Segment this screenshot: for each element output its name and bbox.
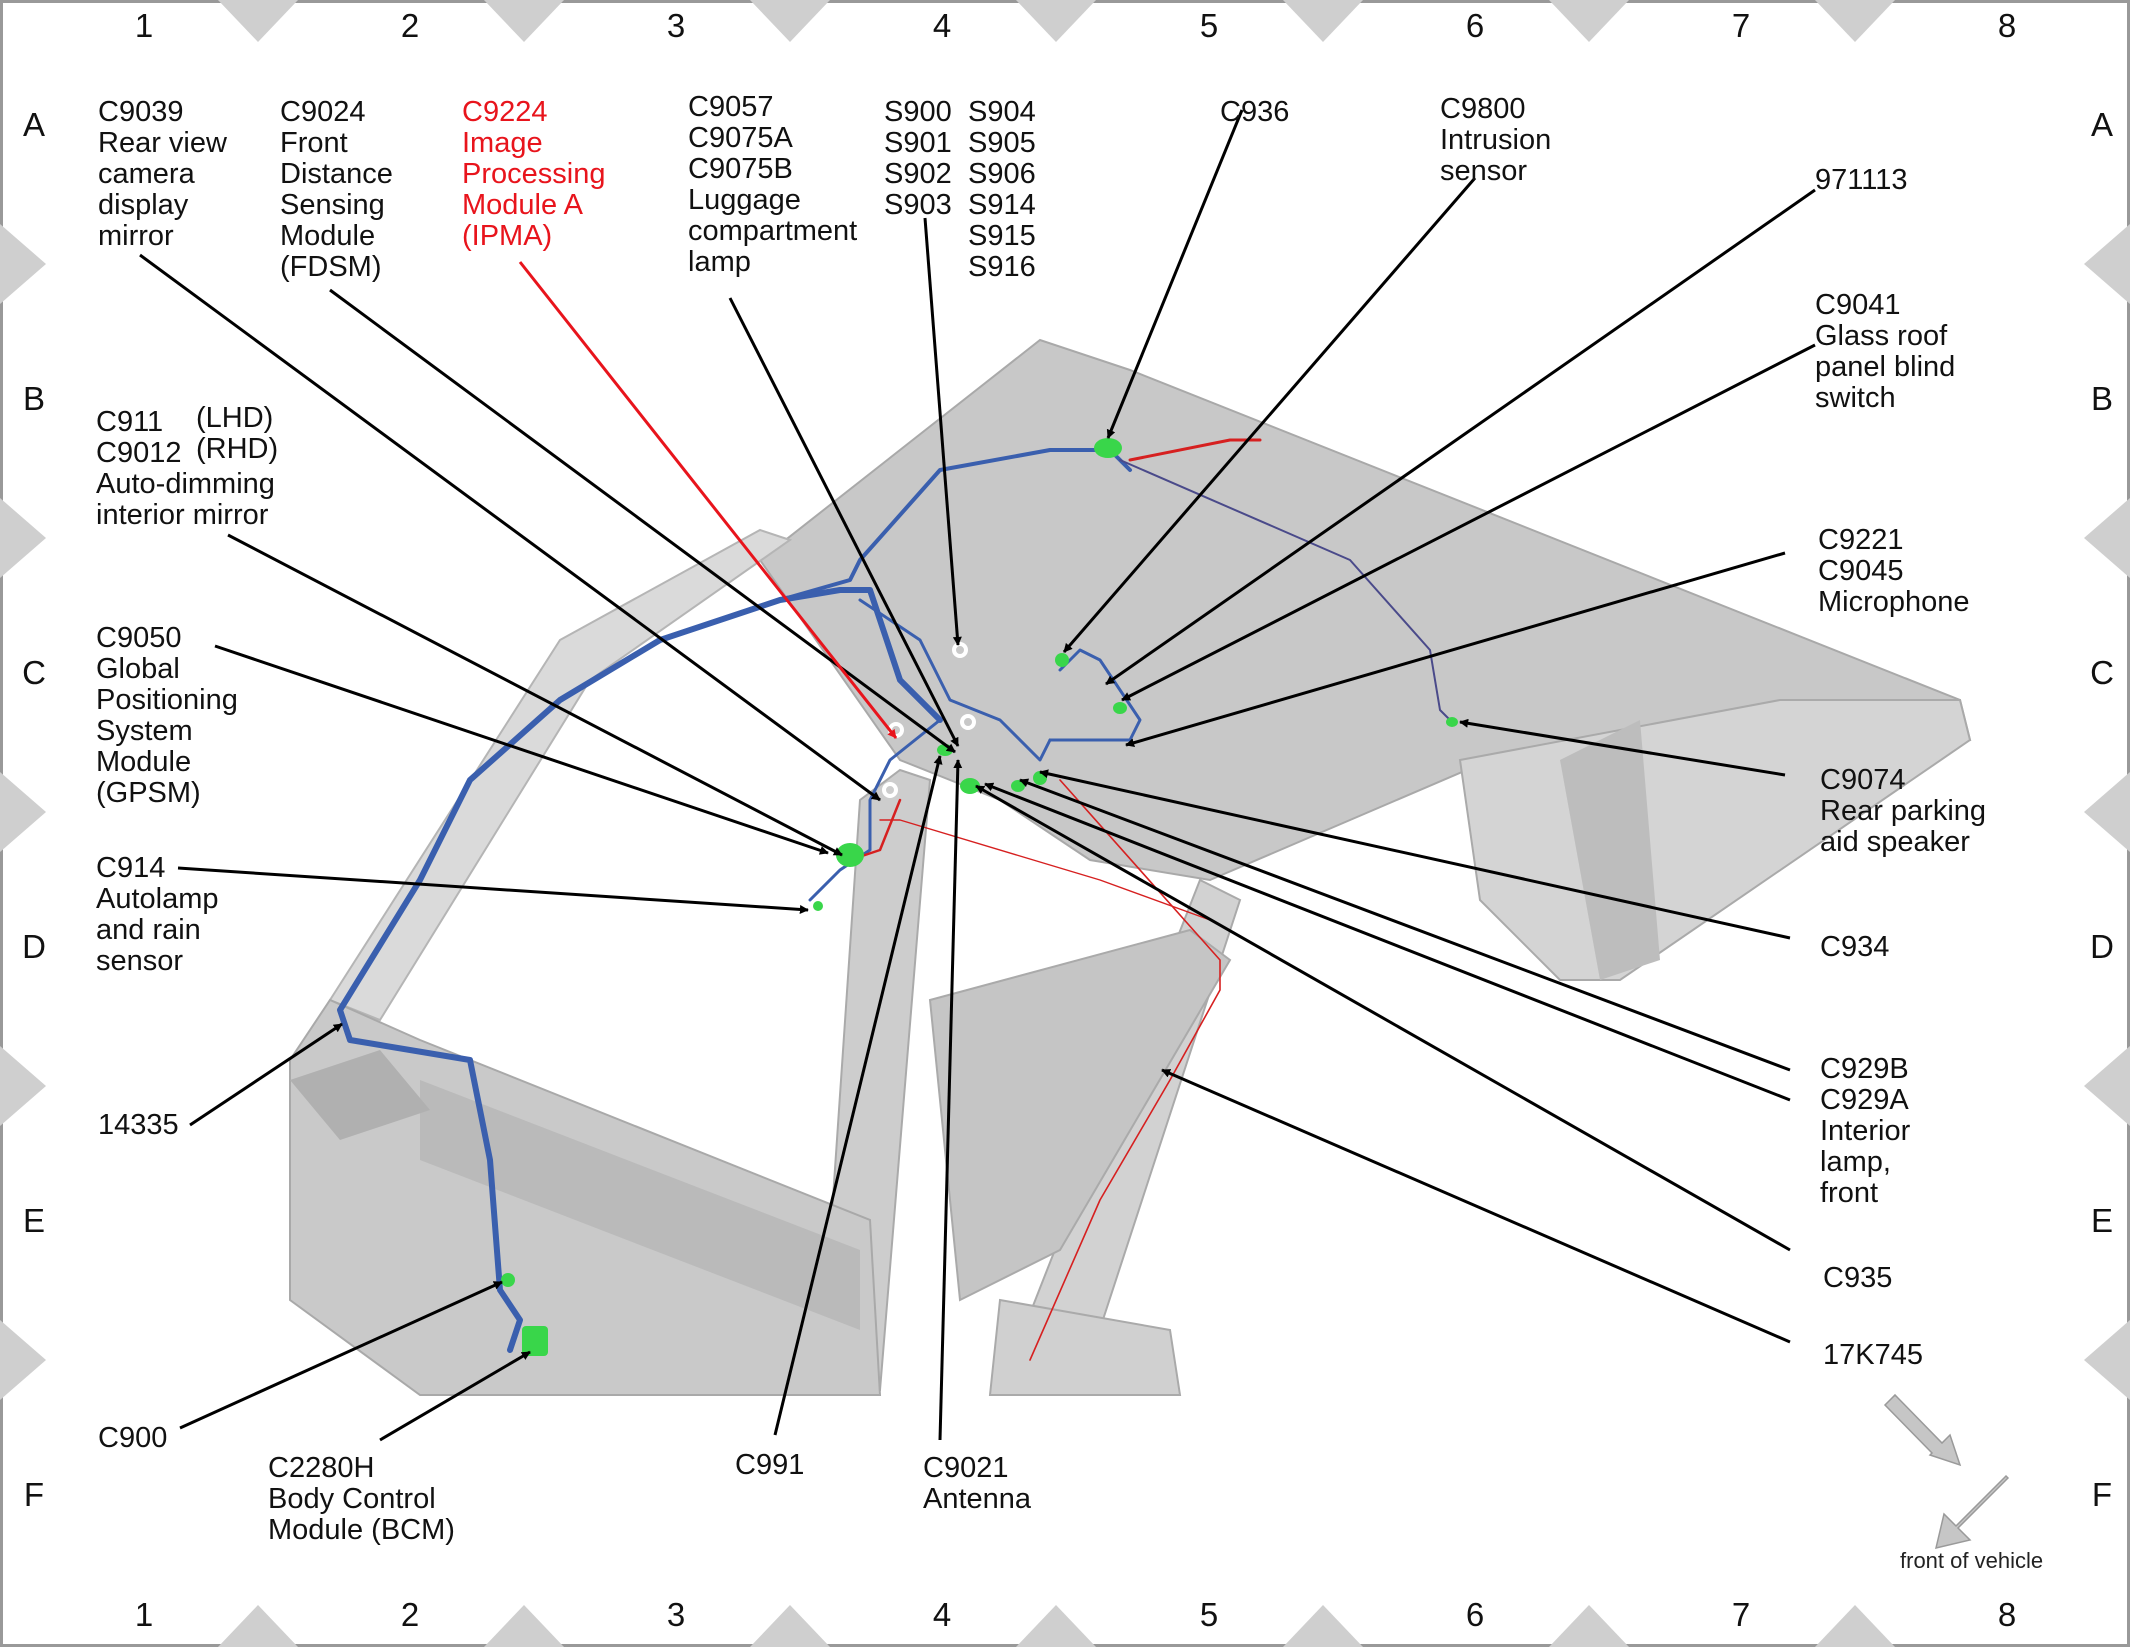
grid-row-f-left: F [23,1476,45,1513]
grid-row-c-right: C [2090,654,2114,691]
grid-row-d-right: D [2090,928,2114,965]
grid-col-5-top: 5 [1199,7,1219,44]
grid-row-f-right: F [2091,1476,2113,1513]
grid-col-6-top: 6 [1465,7,1485,44]
grid-col-1-bottom: 1 [134,1596,154,1633]
grid-row-e-right: E [2090,1202,2113,1239]
label-14335: 14335 [98,1109,179,1141]
label-c935: C935 [1823,1262,1893,1294]
label-c934: C934 [1820,931,1890,963]
grid-col-3-bottom: 3 [666,1596,686,1633]
leader-line-ipma [518,261,898,739]
grid-col-8-top: 8 [1997,7,2017,44]
grid-row-e-left: E [22,1202,45,1239]
grid-row-d-left: D [22,928,46,965]
grid-col-7-bottom: 7 [1731,1596,1751,1633]
label-c9021-antenna: C9021 Antenna [923,1452,1032,1515]
label-c9024-fdsm: C9024 Front Distance Sensing Module (FDS… [280,96,393,283]
grid-col-2-top: 2 [400,7,420,44]
grid-row-a-left: A [22,106,45,143]
grid-col-3-top: 3 [666,7,686,44]
grid-col-7-top: 7 [1731,7,1751,44]
label-c911-c9012: C911 C9012 [96,406,182,469]
grid-row-b-right: B [2090,380,2113,417]
grid-col-4-top: 4 [932,7,952,44]
label-auto-dimming-mirror: Auto-dimming interior mirror [96,468,275,531]
grid-row-c-left: C [22,654,46,691]
front-of-vehicle-label: front of vehicle [1900,1548,2044,1573]
label-c9074-rear-parking-speaker: C9074 Rear parking aid speaker [1820,764,1987,858]
label-c936: C936 [1220,96,1290,128]
label-splices-col-2: S904 S905 S906 S914 S915 S916 [968,96,1036,283]
leader-lines [139,109,1816,1442]
grid-col-4-bottom: 4 [932,1596,952,1633]
label-c2280h-bcm: C2280H Body Control Module (BCM) [268,1452,455,1546]
front-arrow-shape [1934,1474,2010,1550]
grid-row-b-left: B [22,380,45,417]
grid-col-1-top: 1 [134,7,154,44]
label-c9041-glass-roof-switch: C9041 Glass roof panel blind switch [1815,289,1956,414]
label-c900: C900 [98,1422,168,1454]
front-arrow-icon [1883,1393,1962,1467]
label-c9224-ipma: C9224 Image Processing Module A (IPMA) [462,96,606,252]
label-c914-autolamp-rain-sensor: C914 Autolamp and rain sensor [96,852,219,977]
label-971113: 971113 [1815,164,1908,196]
label-17k745: 17K745 [1823,1339,1923,1371]
label-c9050-gpsm: C9050 Global Positioning System Module (… [96,622,238,809]
label-c9039-rear-view-camera-mirror: C9039 Rear view camera display mirror [98,96,227,252]
label-c9057-luggage-lamp: C9057 C9075A C9075B Luggage compartment … [688,91,858,278]
grid-col-6-bottom: 6 [1465,1596,1485,1633]
grid-row-a-right: A [2090,106,2113,143]
label-c9800-intrusion-sensor: C9800 Intrusion sensor [1440,93,1552,187]
label-c9221-microphone: C9221 C9045 Microphone [1818,524,1970,618]
vehicle-body [289,338,1972,1396]
label-c991: C991 [735,1449,805,1481]
grid-col-5-bottom: 5 [1199,1596,1219,1633]
label-c929-interior-lamp-front: C929B C929A Interior lamp, front [1820,1053,1911,1209]
label-splices-col-1: S900 S901 S902 S903 [884,96,952,221]
grid-col-2-bottom: 2 [400,1596,420,1633]
wiring-harness [337,438,1451,1361]
label-lhd-rhd: (LHD) (RHD) [196,402,279,465]
grid-col-8-bottom: 8 [1997,1596,2017,1633]
